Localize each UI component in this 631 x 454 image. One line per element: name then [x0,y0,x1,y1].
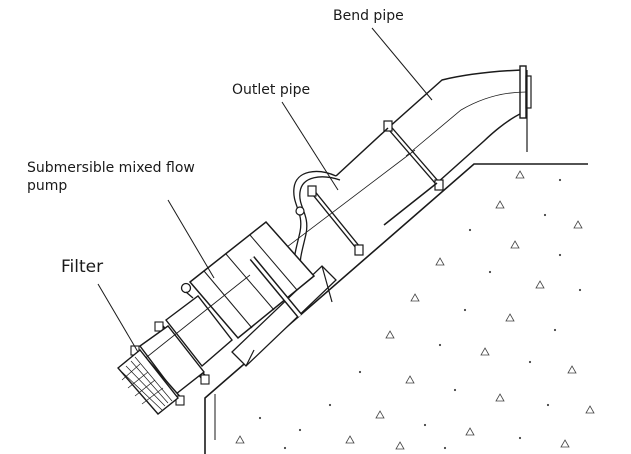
concrete-triangle [385,330,395,339]
concrete-dot [443,446,447,450]
bend-pipe-label: Bend pipe [333,8,404,24]
concrete-triangle [480,347,490,356]
concrete-triangle [435,257,445,266]
concrete-slope [204,163,595,454]
concrete-dot [438,343,442,347]
concrete-triangle [375,410,385,419]
concrete-dot [328,403,332,407]
concrete-dot [463,308,467,312]
concrete-triangle [410,293,420,302]
concrete-dot [578,288,582,292]
concrete-triangle [567,365,577,374]
pump-body [127,220,337,406]
concrete-triangle [495,393,505,402]
pump-label: Submersible mixed flow pump [27,160,195,194]
concrete-dot [543,213,547,217]
concrete-speckles [235,170,595,450]
concrete-triangle [560,439,570,448]
concrete-triangle [405,375,415,384]
concrete-dot [528,360,532,364]
upper-flange [383,120,444,191]
filter-screen [116,349,179,415]
concrete-dot [258,416,262,420]
concrete-triangle [573,220,583,229]
concrete-dot [558,178,562,182]
concrete-dot [423,423,427,427]
concrete-triangle [495,200,505,209]
bend-pipe [387,65,532,184]
concrete-triangle [535,280,545,289]
concrete-dot [553,328,557,332]
concrete-dot [488,270,492,274]
concrete-triangle [585,405,595,414]
concrete-triangle [235,435,245,444]
leader-outlet-pipe [281,101,339,191]
leader-lines [97,27,433,353]
leader-pump [167,199,215,279]
concrete-dot [298,428,302,432]
concrete-triangle [510,240,520,249]
concrete-dot [518,436,522,440]
filter-label: Filter [61,257,104,277]
outlet-pipe-label: Outlet pipe [232,82,311,98]
power-cable [293,170,341,271]
concrete-triangle [465,427,475,436]
concrete-triangle [515,170,525,179]
concrete-dot [558,253,562,257]
concrete-triangle [345,435,355,444]
concrete-dot [453,388,457,392]
concrete-dot [546,403,550,407]
leader-filter [97,283,139,353]
concrete-dot [283,446,287,450]
leader-bend-pipe [371,27,433,101]
concrete-triangle [505,313,515,322]
concrete-dot [468,228,472,232]
concrete-dot [358,370,362,374]
concrete-triangle [395,441,405,450]
